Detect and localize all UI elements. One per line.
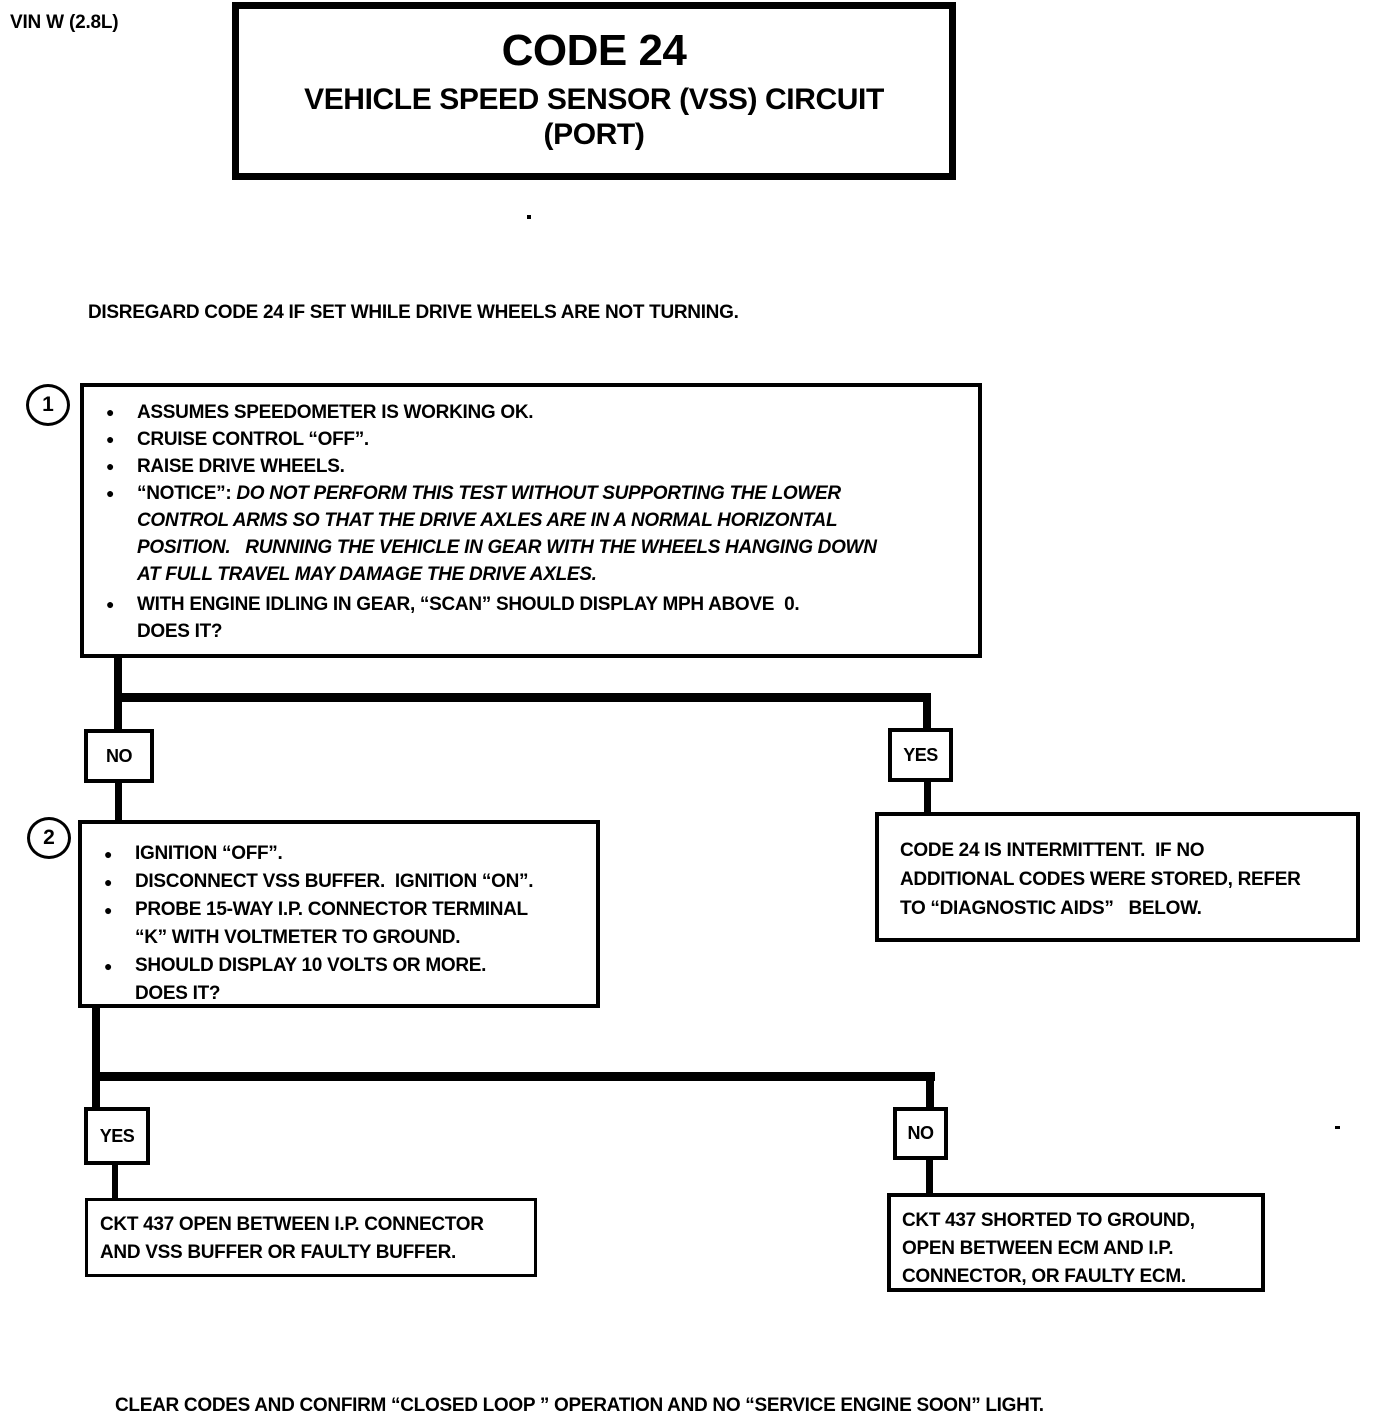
step2-bullet-2: ● DISCONNECT VSS BUFFER. IGNITION “ON”. <box>92 868 586 896</box>
step1-bullet-3: ● RAISE DRIVE WHEELS. <box>94 453 968 480</box>
step2-bullet-3: ● PROBE 15-WAY I.P. CONNECTOR TERMINAL“K… <box>92 896 586 952</box>
step1-number: 1 <box>42 393 54 416</box>
connector-step2-horizontal <box>92 1072 935 1081</box>
step2-box: ● IGNITION “OFF”. ● DISCONNECT VSS BUFFE… <box>78 820 600 1008</box>
step1-circle: 1 <box>26 384 70 426</box>
bullet-icon: ● <box>104 902 113 918</box>
bullet-icon: ● <box>104 874 113 890</box>
title-box: CODE 24 VEHICLE SPEED SENSOR (VSS) CIRCU… <box>232 2 956 180</box>
connector-step1-right-vertical <box>923 693 931 733</box>
page-title: CODE 24 <box>501 26 687 75</box>
step1-question: WITH ENGINE IDLING IN GEAR, “SCAN” SHOUL… <box>137 594 800 642</box>
connector-step1-horizontal <box>114 693 931 702</box>
step1-bullet-notice: ● “NOTICE”: DO NOT PERFORM THIS TEST WIT… <box>94 480 968 588</box>
vin-label: VIN W (2.8L) <box>10 12 119 33</box>
connector-step2-right-vertical <box>926 1072 934 1107</box>
step1-bullet-5: ● WITH ENGINE IDLING IN GEAR, “SCAN” SHO… <box>94 591 968 645</box>
bullet-icon: ● <box>106 458 115 474</box>
step2-bullet-4: ● SHOULD DISPLAY 10 VOLTS OR MORE.DOES I… <box>92 952 586 1008</box>
step2-bullet-1: ● IGNITION “OFF”. <box>92 840 586 868</box>
connector-no-to-result-right <box>926 1160 933 1193</box>
notice-label: “NOTICE”: <box>137 483 237 504</box>
step1-bullet-1: ● ASSUMES SPEEDOMETER IS WORKING OK. <box>94 399 968 426</box>
step2-number: 2 <box>43 826 55 849</box>
step1-bullet-2: ● CRUISE CONTROL “OFF”. <box>94 426 968 453</box>
scan-artifact-dot <box>527 215 531 219</box>
step1-box: ● ASSUMES SPEEDOMETER IS WORKING OK. ● C… <box>80 383 982 658</box>
branch2-yes-label: YES <box>84 1107 150 1165</box>
notice-warning-text: DO NOT PERFORM THIS TEST WITHOUT SUPPORT… <box>137 483 877 585</box>
page-subtitle: VEHICLE SPEED SENSOR (VSS) CIRCUIT <box>304 83 884 117</box>
footer-note: CLEAR CODES AND CONFIRM “CLOSED LOOP ” O… <box>115 1395 1044 1416</box>
page-subtitle-port: (PORT) <box>543 117 645 151</box>
bullet-icon: ● <box>106 404 115 420</box>
branch1-no-label: NO <box>84 729 154 783</box>
connector-yes-to-intermittent <box>924 782 931 813</box>
connector-step2-left-vertical <box>92 1008 100 1107</box>
result-right-box: CKT 437 SHORTED TO GROUND,OPEN BETWEEN E… <box>887 1193 1265 1292</box>
bullet-icon: ● <box>106 596 115 612</box>
bullet-icon: ● <box>106 485 115 501</box>
branch2-no-label: NO <box>893 1107 948 1160</box>
step2-circle: 2 <box>27 817 71 859</box>
connector-yes-to-result-left <box>112 1165 118 1198</box>
bullet-icon: ● <box>106 431 115 447</box>
bullet-icon: ● <box>104 846 113 862</box>
step2-question: SHOULD DISPLAY 10 VOLTS OR MORE.DOES IT? <box>135 955 487 1004</box>
branch1-yes-label: YES <box>888 728 953 782</box>
disregard-note: DISREGARD CODE 24 IF SET WHILE DRIVE WHE… <box>88 302 739 323</box>
scan-artifact-dot <box>1335 1126 1340 1129</box>
bullet-icon: ● <box>104 958 113 974</box>
connector-no-to-step2 <box>115 783 122 821</box>
